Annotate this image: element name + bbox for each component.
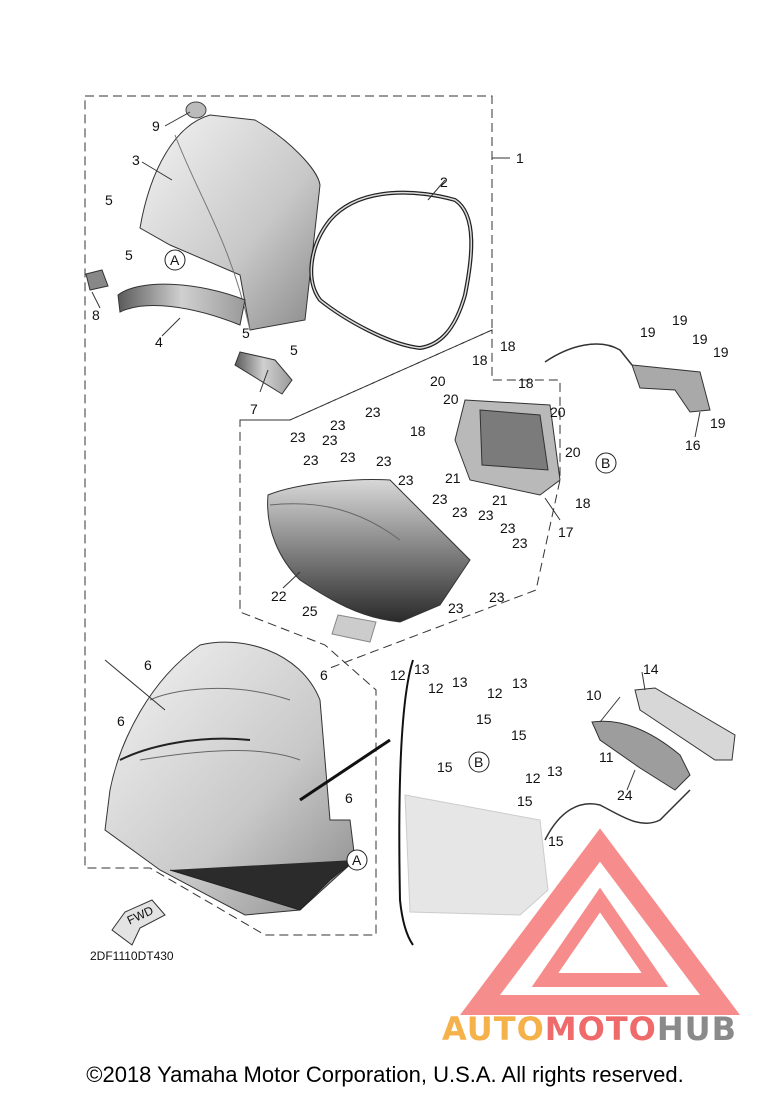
callout-23a: 23 <box>290 429 306 445</box>
callout-13c: 13 <box>512 675 528 691</box>
strip-part <box>234 351 293 395</box>
callout-15c: 15 <box>437 759 453 775</box>
callout-6a: 6 <box>144 657 152 673</box>
ref-a-bottom: A <box>352 852 362 868</box>
wordmark-part-1: AUTO <box>442 1010 545 1048</box>
callout-17: 17 <box>558 524 574 540</box>
wordmark-part-3: HUB <box>656 1010 738 1048</box>
callout-23m: 23 <box>512 535 528 551</box>
grab-handle-part <box>591 720 691 791</box>
callout-labels: 9 3 2 1 5 5 5 5 8 4 7 19 19 19 19 19 16 … <box>92 118 729 849</box>
callout-23n: 23 <box>448 600 464 616</box>
callout-25: 25 <box>302 603 318 619</box>
handle-cover-part <box>634 687 736 761</box>
callout-2: 2 <box>440 174 448 190</box>
callout-19d: 19 <box>713 344 729 360</box>
assembly-outline <box>84 95 493 936</box>
callout-23e: 23 <box>322 432 338 448</box>
callout-7: 7 <box>250 401 258 417</box>
callout-18a: 18 <box>500 338 516 354</box>
callout-20a: 20 <box>430 373 446 389</box>
callout-14: 14 <box>643 661 659 677</box>
callout-12c: 12 <box>487 685 503 701</box>
callout-23b: 23 <box>330 417 346 433</box>
callout-13b: 13 <box>452 674 468 690</box>
callout-23l: 23 <box>500 520 516 536</box>
callout-23f: 23 <box>340 449 356 465</box>
callout-5b: 5 <box>125 247 133 263</box>
callout-9: 9 <box>152 118 160 134</box>
hinge-part <box>631 364 711 413</box>
label-sticker-part <box>331 614 377 643</box>
callout-15a: 15 <box>476 711 492 727</box>
drawing-code: 2DF1110DT430 <box>90 949 174 963</box>
callout-12a: 12 <box>390 667 406 683</box>
callout-15d: 15 <box>517 793 533 809</box>
callout-10: 10 <box>586 687 602 703</box>
bracket-assembly-part <box>454 399 561 496</box>
callout-6d: 6 <box>345 790 353 806</box>
ref-b-inset: B <box>474 754 483 770</box>
fwd-arrow-icon: FWD <box>111 899 166 946</box>
watermark-wordmark: AUTOMOTOHUB <box>442 1010 737 1048</box>
callout-16: 16 <box>685 437 701 453</box>
group-outline-lower <box>240 329 561 669</box>
trim-panel-part <box>117 283 246 326</box>
callout-18c: 18 <box>518 375 534 391</box>
callout-5a: 5 <box>105 192 113 208</box>
callout-19e: 19 <box>710 415 726 431</box>
leader-lines <box>91 111 701 791</box>
callout-22: 22 <box>271 588 287 604</box>
hull-deck-part <box>104 641 356 916</box>
reference-marks: A B B A <box>164 249 617 871</box>
callout-19c: 19 <box>692 331 708 347</box>
copyright-notice: ©2018 Yamaha Motor Corporation, U.S.A. A… <box>86 1062 684 1087</box>
callout-12d: 12 <box>525 770 541 786</box>
pad-part <box>85 269 109 291</box>
ref-b-right: B <box>601 455 610 471</box>
callout-1: 1 <box>516 150 524 166</box>
callout-20c: 20 <box>550 404 566 420</box>
callout-12b: 12 <box>428 680 444 696</box>
callout-24: 24 <box>617 787 633 803</box>
callout-23i: 23 <box>432 491 448 507</box>
callout-15b: 15 <box>511 727 527 743</box>
wordmark-part-2: MOTO <box>544 1010 657 1048</box>
callout-23o: 23 <box>489 589 505 605</box>
callout-3: 3 <box>132 152 140 168</box>
callout-5c: 5 <box>242 325 250 341</box>
callout-23j: 23 <box>452 504 468 520</box>
seal-ring-part <box>309 190 474 351</box>
callout-19a: 19 <box>640 324 656 340</box>
watermark-logo <box>460 828 740 1015</box>
callout-11: 11 <box>599 749 614 765</box>
callout-20b: 20 <box>443 391 459 407</box>
callout-23d: 23 <box>303 452 319 468</box>
storage-bin-part <box>267 479 471 623</box>
callout-6c: 6 <box>117 713 125 729</box>
callout-20d: 20 <box>565 444 581 460</box>
callout-21a: 21 <box>445 470 461 486</box>
callout-8: 8 <box>92 307 100 323</box>
callout-19b: 19 <box>672 312 688 328</box>
callout-18e: 18 <box>575 495 591 511</box>
callout-18d: 18 <box>410 423 426 439</box>
callout-23h: 23 <box>398 472 414 488</box>
inset-deck-shading <box>404 794 549 916</box>
callout-5d: 5 <box>290 342 298 358</box>
hood-cover-part <box>139 101 321 331</box>
inset-frame <box>398 659 414 946</box>
callout-21b: 21 <box>492 492 508 508</box>
callout-18b: 18 <box>472 352 488 368</box>
callout-4: 4 <box>155 334 163 350</box>
callout-23c: 23 <box>365 404 381 420</box>
callout-15e: 15 <box>548 833 564 849</box>
callout-23k: 23 <box>478 507 494 523</box>
callout-23g: 23 <box>376 453 392 469</box>
callout-6b: 6 <box>320 667 328 683</box>
callout-13d: 13 <box>547 763 563 779</box>
ref-a-top: A <box>170 252 180 268</box>
callout-13a: 13 <box>414 661 430 677</box>
